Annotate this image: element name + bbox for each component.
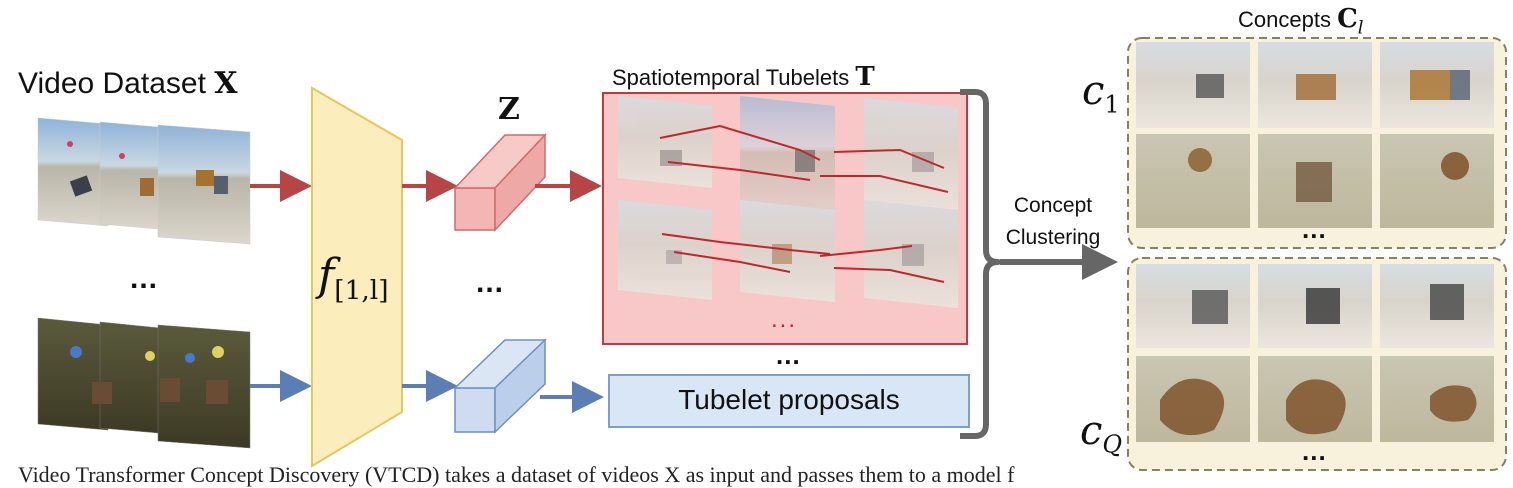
concept-last-symbol: c: [1080, 408, 1103, 454]
concepts-symbol: C: [1337, 4, 1358, 34]
video-stack-grass: [37, 317, 251, 449]
feature-cuboid-blue: [453, 338, 547, 434]
clustering-label-line2: Clustering: [1005, 226, 1101, 249]
concept-first-subscript: 1: [1104, 90, 1120, 119]
concept-last-label: cQ: [1080, 408, 1122, 458]
caption-fragment: Video Transformer Concept Discovery (VTC…: [18, 462, 1015, 487]
tubelets-more: ...: [771, 306, 798, 333]
concept-first-symbol: c: [1082, 68, 1105, 114]
dataset-ellipsis: ...: [130, 262, 159, 295]
concepts-title: Concepts Cl: [1238, 4, 1364, 38]
diagram: Video Dataset X ... f[1,l] Z ... Spatiot…: [18, 4, 1507, 487]
feature-cuboid-red: [453, 133, 547, 232]
concept-first-thumbnails: [1136, 42, 1494, 228]
features-ellipsis: ...: [476, 266, 505, 299]
concept-first-ellipsis: ...: [1302, 214, 1327, 244]
features-symbol: Z: [498, 92, 520, 127]
concept-last-subscript: Q: [1102, 430, 1123, 459]
tubelets-title: Spatiotemporal Tubelets T: [612, 62, 875, 92]
dataset-title-text: Video Dataset: [18, 67, 206, 100]
concept-last-thumbnails: [1136, 264, 1494, 442]
diagram-canvas: [37, 37, 1507, 471]
concepts-subscript: l: [1357, 17, 1364, 39]
model-block: [311, 86, 403, 468]
tubelets-symbol: T: [855, 62, 875, 92]
clustering-label: Concept Clustering: [1000, 190, 1106, 254]
clustering-label-line1: Concept: [1013, 194, 1093, 217]
tubelet-tracks: [659, 124, 949, 283]
clustering-bracket: [960, 89, 1001, 439]
video-stack-desert: [37, 117, 251, 245]
tubelets-title-text: Spatiotemporal Tubelets: [612, 65, 850, 90]
model-symbol: f: [318, 250, 335, 301]
dataset-title: Video Dataset X: [18, 66, 238, 101]
concepts-title-text: Concepts: [1238, 7, 1331, 32]
model-subscript: [1,l]: [334, 275, 389, 307]
model-label: f[1,l]: [318, 250, 389, 306]
dataset-symbol: X: [214, 66, 238, 101]
tubelet-proposals-label: Tubelet proposals: [678, 384, 900, 415]
concept-first-label: c1: [1082, 68, 1120, 118]
tubelet-frames: [618, 96, 958, 308]
concept-last-ellipsis: ...: [1302, 436, 1327, 466]
tubelets-ellipsis: ...: [776, 340, 801, 370]
tubelet-proposals-box: [608, 374, 970, 428]
